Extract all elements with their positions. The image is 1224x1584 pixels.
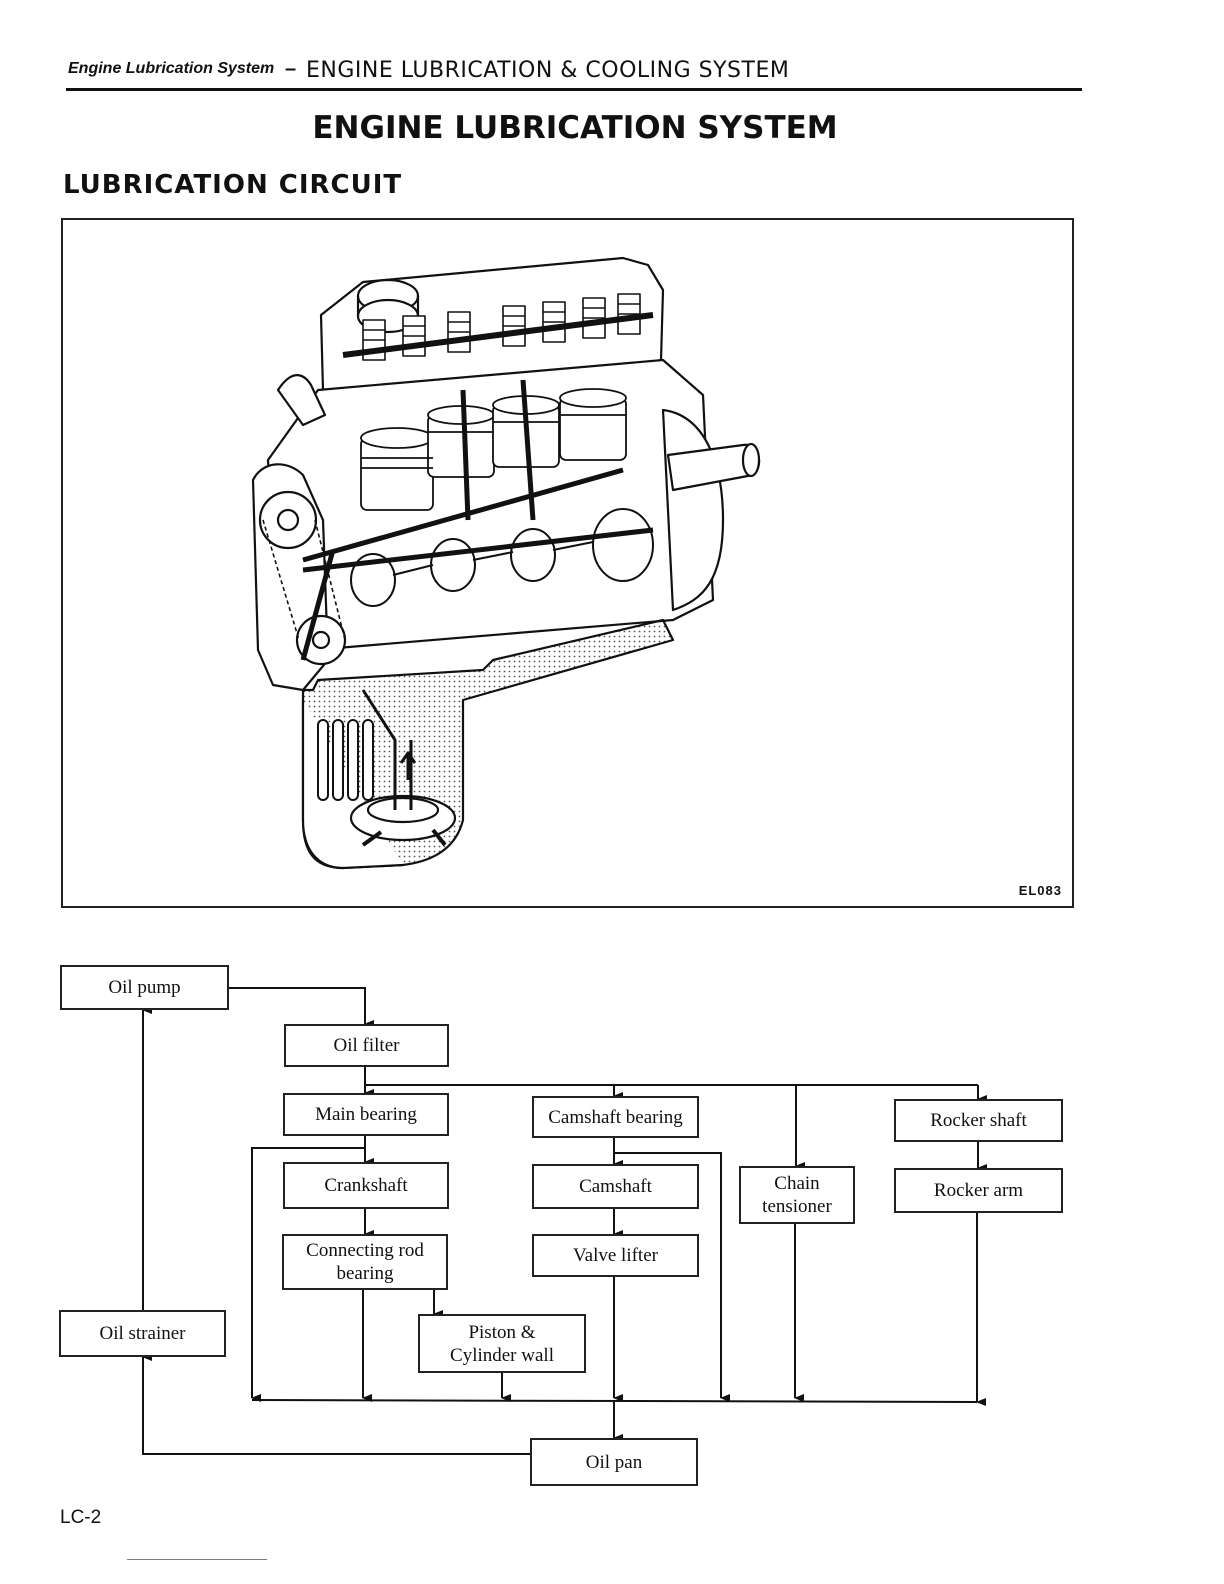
box-chain-tensioner: Chain tensioner [739, 1166, 855, 1224]
box-piston-cylinder-wall: Piston & Cylinder wall [418, 1314, 586, 1373]
box-oil-filter: Oil filter [284, 1024, 449, 1067]
box-crankshaft: Crankshaft [283, 1162, 449, 1209]
page-number: LC-2 [60, 1507, 102, 1528]
figure-code: EL083 [1018, 883, 1062, 898]
box-rocker-shaft: Rocker shaft [894, 1099, 1063, 1142]
box-connecting-rod-bearing: Connecting rod bearing [282, 1234, 448, 1290]
box-oil-pump: Oil pump [60, 965, 229, 1010]
engine-cutaway-illustration [251, 256, 761, 870]
running-header-section: Engine Lubrication System [68, 60, 275, 77]
box-rocker-arm: Rocker arm [894, 1168, 1063, 1213]
running-header-chapter: ENGINE LUBRICATION & COOLING SYSTEM [306, 58, 790, 83]
box-camshaft: Camshaft [532, 1164, 699, 1209]
engine-figure: EL083 [61, 218, 1074, 908]
box-oil-pan: Oil pan [530, 1438, 698, 1486]
box-camshaft-bearing: Camshaft bearing [532, 1096, 699, 1138]
footer-line [127, 1559, 267, 1560]
box-main-bearing: Main bearing [283, 1093, 449, 1136]
box-valve-lifter: Valve lifter [532, 1234, 699, 1277]
page-title: ENGINE LUBRICATION SYSTEM [312, 110, 838, 146]
header-rule [66, 88, 1082, 91]
running-header-dash: – [285, 58, 297, 80]
section-title: LUBRICATION CIRCUIT [63, 170, 403, 200]
box-oil-strainer: Oil strainer [59, 1310, 226, 1357]
